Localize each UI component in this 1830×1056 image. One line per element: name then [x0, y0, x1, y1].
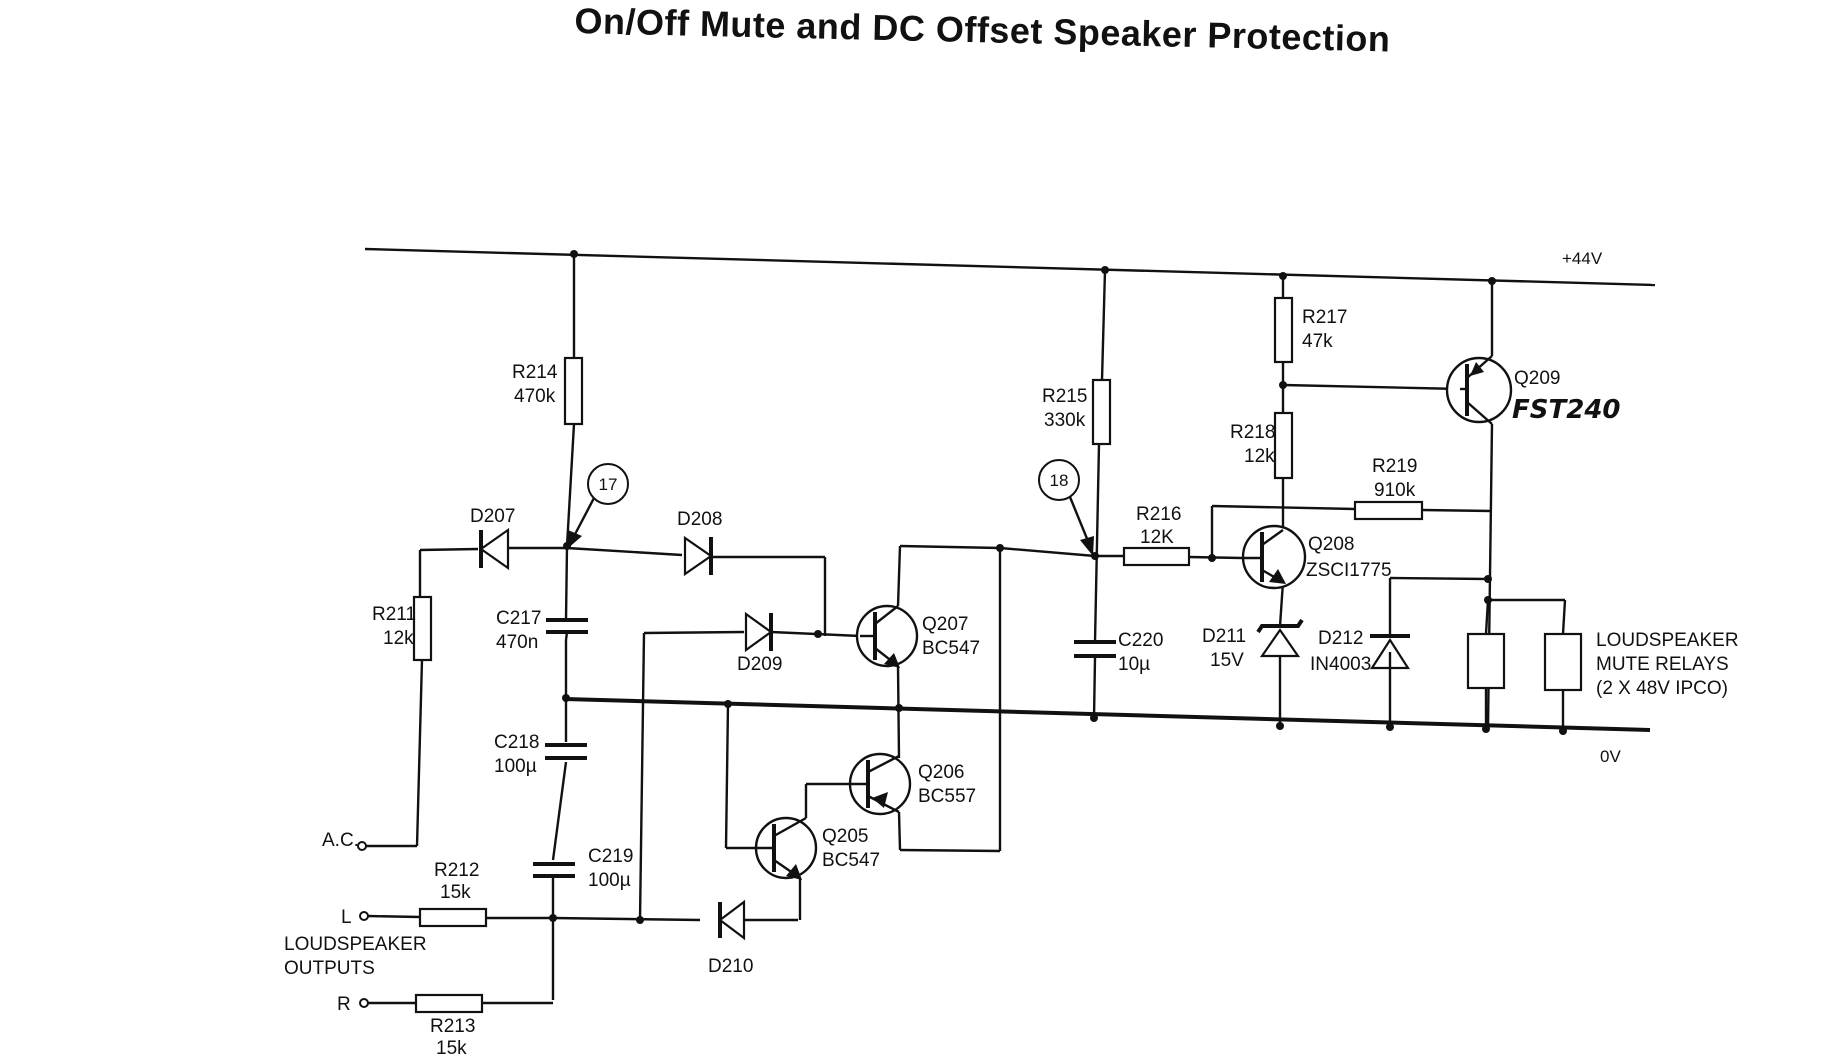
- diode-d209: [744, 611, 773, 653]
- wire-q206: [804, 548, 1002, 853]
- r218-ref: R218: [1230, 422, 1275, 443]
- r216-value: 12K: [1140, 527, 1174, 548]
- q207-ref: Q207: [922, 614, 968, 635]
- positive-rail: [364, 247, 1656, 287]
- c219-value: 100µ: [588, 870, 631, 891]
- r215-ref: R215: [1042, 386, 1087, 407]
- wire-speaker-inputs: [367, 914, 798, 1005]
- positive-rail-label: +44V: [1562, 249, 1603, 268]
- left-terminal: [359, 911, 369, 921]
- d212-value: IN4003: [1310, 654, 1371, 675]
- outputs-label-line2: OUTPUTS: [284, 958, 375, 979]
- capacitor-c219: [533, 862, 575, 878]
- d208-ref: D208: [677, 509, 722, 530]
- resistor-r216: [1122, 546, 1191, 567]
- resistor-r217: [1273, 296, 1294, 364]
- q208-part: ZSCI1775: [1306, 560, 1392, 581]
- wire-q205: [724, 703, 802, 920]
- r217-value: 47k: [1302, 331, 1333, 352]
- resistor-r219: [1353, 500, 1424, 521]
- r219-value: 910k: [1374, 480, 1416, 501]
- r212-value: 15k: [440, 882, 471, 903]
- wire-middle-column: [999, 269, 1124, 719]
- ground-rail: [564, 697, 1651, 732]
- test-point-17: [566, 463, 629, 550]
- q209-part: FST240: [1512, 395, 1621, 425]
- q205-part: BC547: [822, 850, 880, 871]
- r211-value: 12k: [383, 628, 414, 649]
- c219-ref: C219: [588, 846, 633, 867]
- diode-d208: [683, 535, 713, 577]
- r213-ref: R213: [430, 1016, 475, 1037]
- transistor-q208: [1241, 524, 1307, 590]
- test-point-18: [1038, 459, 1094, 556]
- r216-ref: R216: [1136, 504, 1181, 525]
- d211-ref: D211: [1202, 626, 1246, 647]
- q209-ref: Q209: [1514, 368, 1560, 389]
- q206-ref: Q206: [918, 762, 964, 783]
- ac-input-label: A.C.: [322, 830, 359, 851]
- right-input-label: R: [337, 994, 351, 1015]
- relays-label-line3: (2 X 48V IPCO): [1596, 678, 1728, 699]
- right-terminal: [359, 998, 369, 1008]
- transistor-q205: [726, 816, 818, 880]
- relay-coil-1: [1466, 632, 1506, 690]
- d207-ref: D207: [470, 506, 515, 527]
- wire-d209-path: [638, 630, 861, 921]
- relays-label-line1: LOUDSPEAKER: [1596, 630, 1739, 651]
- resistor-r218: [1273, 411, 1294, 480]
- r217-ref: R217: [1302, 307, 1347, 328]
- r219-ref: R219: [1372, 456, 1417, 477]
- resistor-r211: [412, 595, 433, 662]
- q205-ref: Q205: [822, 826, 868, 847]
- r214-value: 470k: [514, 386, 556, 407]
- r211-ref: R211: [372, 604, 416, 625]
- capacitor-c220: [1074, 640, 1116, 658]
- diode-d210: [718, 899, 746, 941]
- test-point-18-label: 18: [1050, 471, 1069, 490]
- c220-ref: C220: [1118, 630, 1163, 651]
- left-input-label: L: [341, 907, 352, 928]
- c218-ref: C218: [494, 732, 539, 753]
- test-point-17-label: 17: [599, 475, 618, 494]
- d211-value: 15V: [1210, 650, 1244, 671]
- diode-d212: [1369, 634, 1411, 670]
- c217-value: 470n: [496, 632, 538, 653]
- capacitor-c218: [545, 743, 587, 760]
- resistor-r215: [1091, 378, 1112, 446]
- q206-part: BC557: [918, 786, 976, 807]
- ground-rail-label: 0V: [1600, 747, 1621, 766]
- r214-ref: R214: [512, 362, 558, 383]
- wire-left-column: [551, 254, 576, 1000]
- d210-ref: D210: [708, 956, 753, 977]
- r212-ref: R212: [434, 860, 479, 881]
- outputs-label-line1: LOUDSPEAKER: [284, 934, 427, 955]
- resistor-r212: [418, 907, 488, 928]
- q208-ref: Q208: [1308, 534, 1354, 555]
- transistor-q207: [855, 604, 919, 668]
- transistor-q209: [1445, 355, 1513, 425]
- r218-value: 12k: [1244, 446, 1275, 467]
- relays-label-line2: MUTE RELAYS: [1596, 654, 1729, 675]
- d212-ref: D212: [1318, 628, 1363, 649]
- resistor-r213: [414, 993, 484, 1014]
- q207-part: BC547: [922, 638, 980, 659]
- ac-terminal: [357, 841, 367, 851]
- capacitor-c217: [546, 618, 588, 641]
- wire-ac-path: [364, 546, 567, 848]
- c220-value: 10µ: [1118, 654, 1150, 675]
- relay-coil-2: [1543, 632, 1583, 692]
- wire-q207: [896, 544, 1001, 759]
- c218-value: 100µ: [494, 756, 537, 777]
- d209-ref: D209: [737, 654, 782, 675]
- r215-value: 330k: [1044, 410, 1086, 431]
- r213-value: 15k: [436, 1038, 467, 1056]
- resistor-r214: [563, 356, 584, 426]
- diode-d207: [479, 527, 510, 571]
- c217-ref: C217: [496, 608, 541, 629]
- wire-d208-path: [566, 546, 827, 636]
- zener-d211: [1256, 618, 1304, 658]
